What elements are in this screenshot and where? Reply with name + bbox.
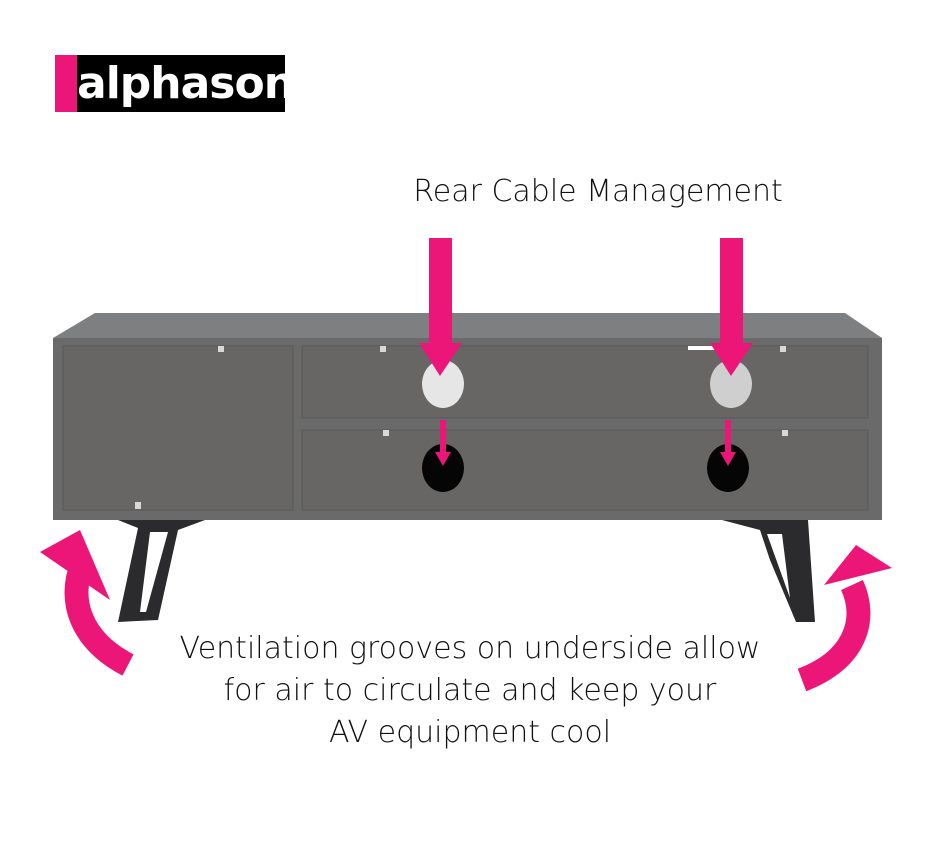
cable-hole bbox=[710, 360, 752, 408]
ventilation-caption: Ventilation grooves on underside allow f… bbox=[140, 628, 800, 754]
left-door-panel bbox=[62, 345, 294, 511]
left-leg bbox=[118, 520, 205, 622]
curved-up-arrow-icon bbox=[797, 545, 892, 692]
hinge-clips bbox=[135, 346, 788, 509]
down-arrow-icon bbox=[435, 420, 451, 466]
down-arrow-icon bbox=[419, 238, 462, 376]
cable-hole bbox=[422, 444, 464, 492]
lower-drawer-panel bbox=[301, 429, 869, 511]
cabinet-top bbox=[53, 313, 882, 338]
ventilation-line: AV equipment cool bbox=[328, 715, 612, 750]
ventilation-line: Ventilation grooves on underside allow bbox=[179, 631, 761, 666]
logo-accent-bar bbox=[55, 55, 77, 112]
down-arrow-icon bbox=[710, 238, 753, 376]
brand-logo: alphason bbox=[55, 55, 295, 112]
right-leg bbox=[722, 520, 815, 622]
down-arrow-icon bbox=[720, 420, 736, 466]
upper-drawer-panel bbox=[301, 345, 869, 419]
rear-cable-management-label: Rear Cable Management bbox=[413, 174, 783, 209]
cable-hole bbox=[707, 444, 749, 492]
ventilation-line: for air to circulate and keep your bbox=[223, 673, 717, 708]
curved-up-arrow-icon bbox=[40, 530, 134, 676]
logo-text: alphason bbox=[77, 55, 295, 112]
cable-hole bbox=[422, 360, 464, 408]
